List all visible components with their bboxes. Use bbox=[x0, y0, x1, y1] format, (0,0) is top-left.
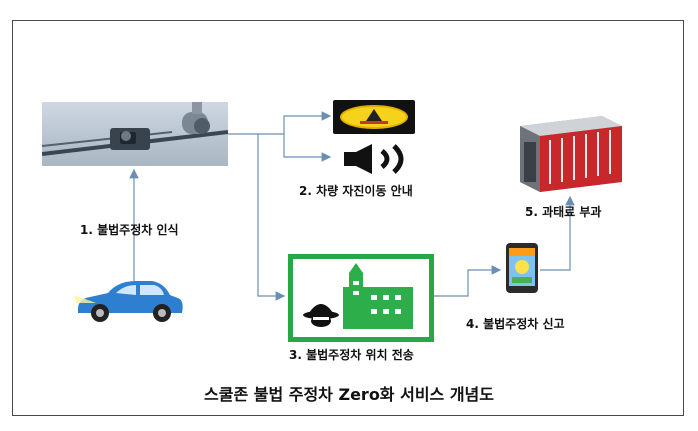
arrow-to-speaker bbox=[283, 134, 332, 162]
step4-label: 4. 불법주정차 신고 bbox=[466, 317, 565, 331]
speaker-icon bbox=[344, 144, 404, 174]
step5-label: 5. 과태료 부과 bbox=[525, 205, 602, 219]
car-icon bbox=[74, 281, 183, 322]
warning-sign-icon bbox=[333, 100, 415, 134]
step3-label: 3. 불법주정차 위치 전송 bbox=[289, 348, 414, 362]
diagram-frame bbox=[12, 20, 684, 416]
cctv-camera-icon bbox=[41, 102, 229, 166]
step2-label: 2. 차량 자진이동 안내 bbox=[299, 184, 413, 198]
phone-app-icon bbox=[506, 243, 538, 293]
arrow-board-to-phone bbox=[434, 265, 502, 297]
green-board-icon bbox=[288, 254, 434, 342]
arrow-to-sign bbox=[258, 111, 332, 135]
arrow-camera-to-board bbox=[257, 134, 286, 301]
server-icon bbox=[520, 116, 622, 192]
arrow-phone-to-server bbox=[540, 195, 575, 271]
step1-label: 1. 불법주정차 인식 bbox=[80, 223, 179, 237]
diagram-title: 스쿨존 불법 주정차 Zero화 서비스 개념도 bbox=[204, 385, 494, 404]
